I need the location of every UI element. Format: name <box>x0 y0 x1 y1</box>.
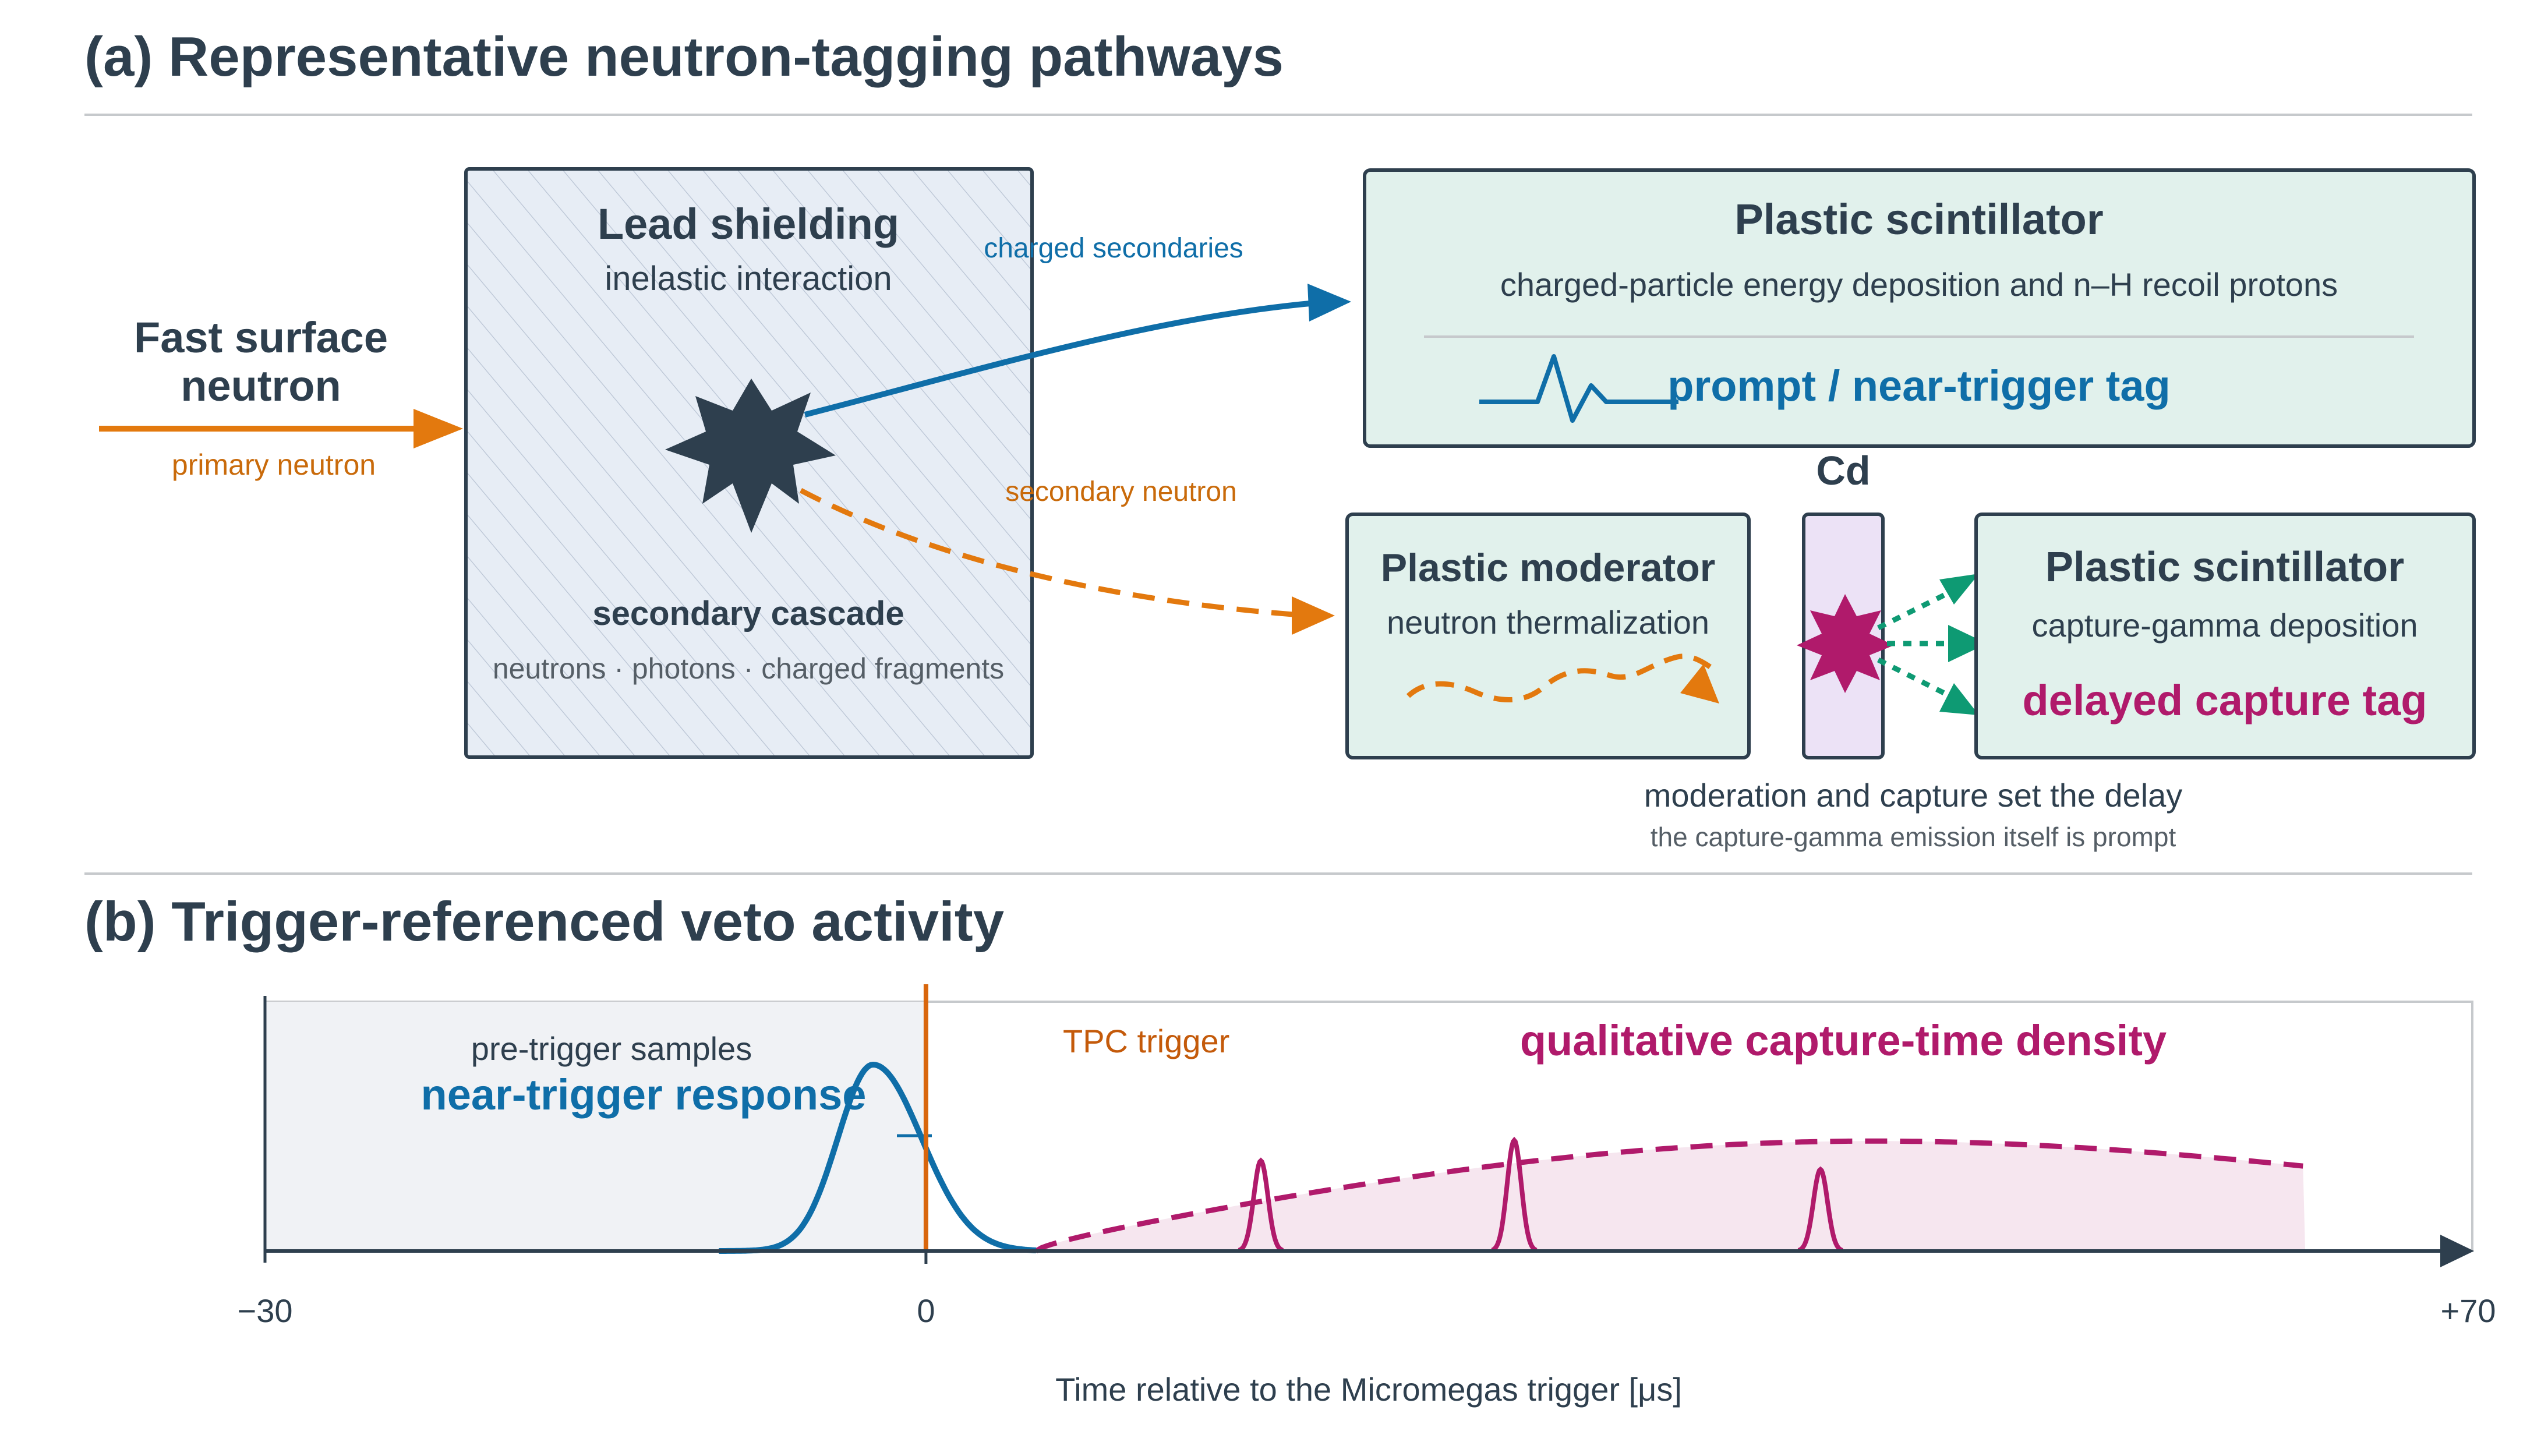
panel-b-title: (b) Trigger-referenced veto activity <box>84 890 1004 953</box>
scintillator-bottom-box <box>1974 513 2476 759</box>
density-label: qualitative capture-time density <box>1520 1016 2167 1065</box>
capture-density-curve <box>1034 1138 2303 1253</box>
delay-note: moderation and capture set the delay <box>1644 777 2183 814</box>
scintillator-bottom-title: Plastic scintillator <box>2045 544 2404 591</box>
capture-star-icon <box>1797 594 1894 693</box>
time-axis-label: Time relative to the Micromegas trigger … <box>1055 1371 1682 1408</box>
pretrigger-label: pre-trigger samples <box>471 1030 752 1067</box>
lead-subtitle: inelastic interaction <box>605 260 892 298</box>
timeline-chart <box>263 984 2474 1267</box>
lead-title: Lead shielding <box>598 200 899 248</box>
tick-label-start: −30 <box>238 1292 293 1329</box>
source-label-line1: Fast surface <box>134 313 388 362</box>
pretrigger-region <box>265 1002 926 1251</box>
prompt-tag-label: prompt / near-trigger tag <box>1667 362 2170 410</box>
scintillator-top-subtitle: charged-particle energy deposition and n… <box>1500 266 2338 303</box>
scintillator-top-title: Plastic scintillator <box>1734 195 2103 243</box>
capture-pulse-3 <box>1797 1166 1843 1253</box>
capture-pulse-1 <box>1238 1157 1284 1253</box>
near-trigger-label: near-trigger response <box>421 1070 867 1119</box>
near-trigger-peak <box>719 1061 1037 1254</box>
cascade-title: secondary cascade <box>592 595 904 632</box>
moderator-subtitle: neutron thermalization <box>1387 604 1709 641</box>
time-axis-arrowhead <box>2440 1235 2474 1267</box>
delay-note-sub: the capture-gamma emission itself is pro… <box>1651 822 2176 852</box>
thermalization-path-icon <box>1406 653 1720 704</box>
charged-secondaries-label: charged secondaries <box>984 233 1243 264</box>
primary-neutron-label: primary neutron <box>172 448 376 481</box>
cascade-items: neutrons · photons · charged fragments <box>493 652 1004 685</box>
cd-label: Cd <box>1816 448 1870 493</box>
trigger-label: TPC trigger <box>1063 1023 1229 1059</box>
scintillator-bottom-subtitle: capture-gamma deposition <box>2031 607 2418 644</box>
delayed-tag-label: delayed capture tag <box>2022 676 2427 725</box>
scintillator-top-box <box>1363 168 2476 448</box>
tick-label-zero: 0 <box>917 1292 935 1329</box>
moderator-title: Plastic moderator <box>1381 546 1715 590</box>
source-label-line2: neutron <box>181 362 341 410</box>
pulse-waveform-icon <box>1479 354 1678 423</box>
secondary-neutron-label: secondary neutron <box>1005 476 1237 507</box>
panel-a-title: (a) Representative neutron-tagging pathw… <box>84 26 1284 88</box>
charged-secondaries-arrow <box>804 284 1351 418</box>
capture-gamma-arrows <box>1876 574 1987 715</box>
moderator-box <box>1345 513 1751 759</box>
capture-density-fill <box>1036 1141 2306 1251</box>
capture-pulse-2 <box>1491 1136 1538 1253</box>
secondary-neutron-arrow <box>799 488 1335 635</box>
tick-label-end: +70 <box>2441 1292 2496 1329</box>
primary-neutron-arrow <box>99 409 463 448</box>
interaction-star-icon <box>665 379 836 533</box>
